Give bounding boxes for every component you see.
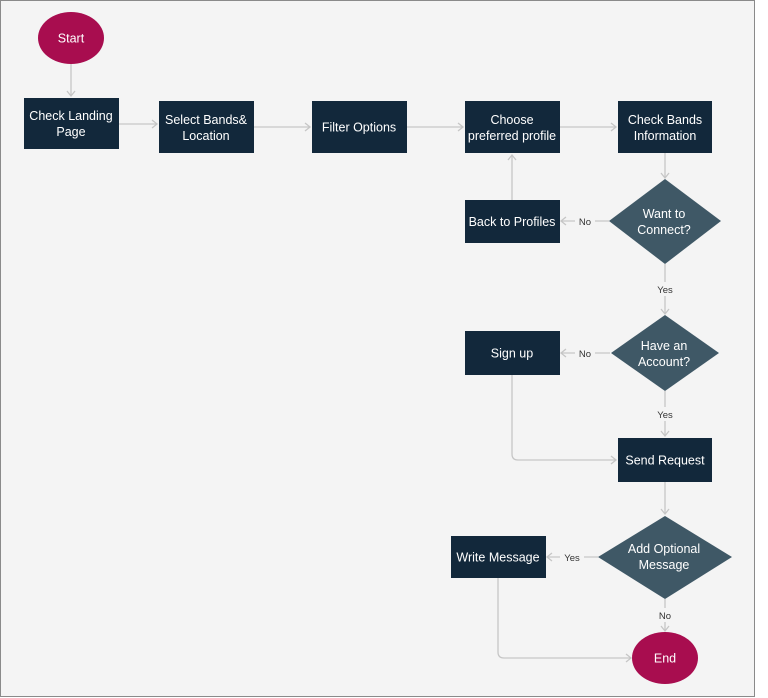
edge-labels: No Yes No Yes Yes No [560, 214, 677, 622]
arrowhead [66, 90, 76, 98]
node-select-bands-location: Select Bands& Location [159, 101, 254, 153]
arrowhead [660, 625, 670, 633]
edge-label-bg [653, 407, 677, 421]
arrowhead [457, 122, 465, 132]
node-label-line1: Check Landing [29, 109, 112, 123]
arrowhead [304, 122, 312, 132]
node-label: Back to Profiles [469, 215, 556, 229]
process-box [618, 101, 712, 153]
decision-diamond [609, 179, 721, 264]
node-choose-preferred-profile: Choose preferred profile [465, 101, 560, 153]
node-label-line2: Message [639, 558, 690, 572]
node-back-to-profiles: Back to Profiles [465, 200, 560, 243]
edge-label-account-yes: Yes [657, 410, 673, 421]
arrowhead [660, 172, 670, 180]
node-start: Start [38, 12, 104, 64]
node-send-request: Send Request [618, 438, 712, 482]
node-sign-up: Sign up [465, 331, 560, 375]
node-have-an-account: Have an Account? [611, 315, 719, 391]
arrowhead [545, 552, 553, 562]
arrowhead [610, 122, 618, 132]
node-check-landing-page: Check Landing Page [24, 98, 119, 149]
arrowhead [660, 508, 670, 516]
edge-label-bg [575, 346, 595, 360]
edge-sign-up-to-send-request [511, 375, 616, 461]
node-label-line1: Add Optional [628, 542, 700, 556]
node-want-to-connect: Want to Connect? [609, 179, 721, 264]
node-label-line1: Have an [641, 339, 688, 353]
edge-label-bg [653, 282, 677, 296]
arrowhead [610, 455, 618, 465]
edge-label-bg [575, 214, 595, 228]
arrowhead [660, 308, 670, 316]
process-box [159, 101, 254, 153]
arrowhead [559, 348, 567, 358]
edge-label-message-yes: Yes [564, 553, 580, 564]
node-label: Write Message [456, 551, 539, 565]
node-add-optional-message: Add Optional Message [598, 516, 732, 599]
node-label-line1: Select Bands& [165, 113, 248, 127]
arrowhead [625, 653, 633, 663]
node-check-bands-information: Check Bands Information [618, 101, 712, 153]
node-label: Sign up [491, 347, 533, 361]
arrowhead [151, 119, 159, 129]
node-label-line2: Information [634, 129, 697, 143]
node-label-line1: Check Bands [628, 113, 702, 127]
node-label: Send Request [625, 454, 705, 468]
arrowhead [660, 430, 670, 438]
node-write-message: Write Message [451, 536, 546, 578]
end-terminator [632, 632, 698, 684]
node-label-line1: Choose [490, 113, 533, 127]
edge-label-bg [655, 608, 675, 622]
edge-label-connect-yes: Yes [657, 285, 673, 296]
decision-diamond [598, 516, 732, 599]
start-terminator [38, 12, 104, 64]
process-box [24, 98, 119, 149]
process-box [465, 331, 560, 375]
process-box [465, 101, 560, 153]
node-label-line2: preferred profile [468, 129, 556, 143]
decision-diamond [611, 315, 719, 391]
node-end: End [632, 632, 698, 684]
process-box [465, 200, 560, 243]
edge-label-bg [560, 550, 584, 564]
edge-label-message-no: No [659, 611, 671, 622]
process-box [312, 101, 407, 153]
node-label-line2: Page [56, 125, 85, 139]
end-label: End [654, 652, 676, 666]
node-label-line1: Want to [643, 207, 686, 221]
process-box [618, 438, 712, 482]
process-box [451, 536, 546, 578]
node-label-line2: Location [182, 129, 229, 143]
start-label: Start [58, 32, 85, 46]
edge-write-message-to-end [497, 578, 631, 659]
arrowhead [559, 216, 567, 226]
node-label-line2: Connect? [637, 223, 691, 237]
node-label-line2: Account? [638, 355, 690, 369]
node-filter-options: Filter Options [312, 101, 407, 153]
edge-label-account-no: No [579, 349, 591, 360]
arrowhead [507, 153, 517, 161]
node-label: Filter Options [322, 121, 396, 135]
edge-label-connect-no: No [579, 217, 591, 228]
